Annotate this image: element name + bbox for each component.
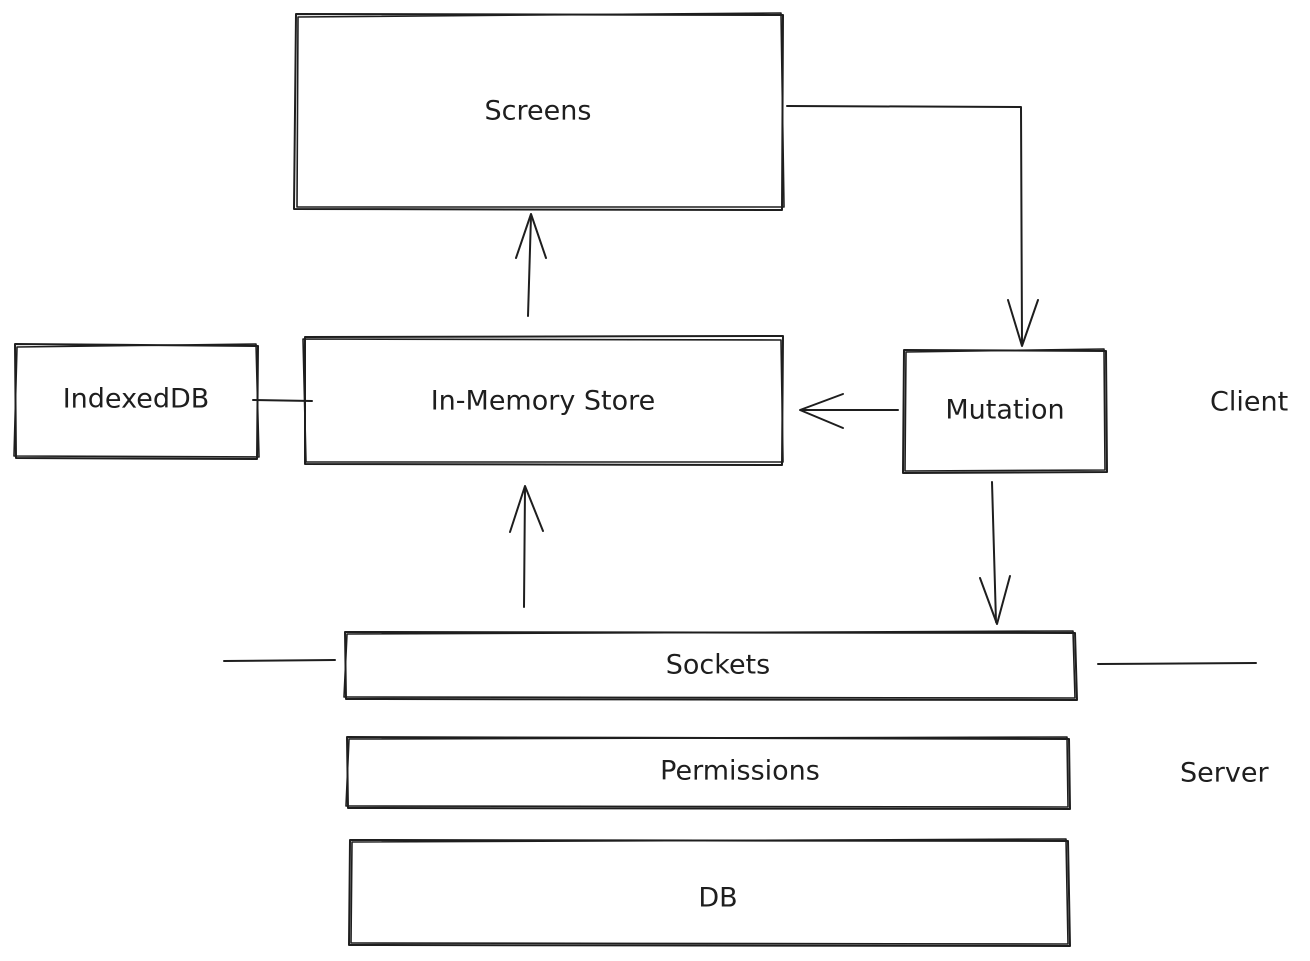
sockets-to-store-arrow <box>509 485 544 608</box>
server-zone-label: Server <box>1180 758 1269 789</box>
db-box: DB <box>348 838 1071 947</box>
mutation-label: Mutation <box>945 395 1064 426</box>
indexeddb-label: IndexedDB <box>63 384 210 415</box>
indexeddb-store-connector <box>252 399 313 402</box>
mutation-to-store-arrow <box>799 393 899 429</box>
client-zone-label: Client <box>1210 387 1288 418</box>
store-to-screens-arrow <box>515 213 547 317</box>
boundary-line-right <box>1097 662 1257 665</box>
sockets-box: Sockets <box>343 630 1078 701</box>
mutation-box: Mutation <box>902 348 1108 474</box>
in-memory-store-label: In-Memory Store <box>431 386 656 417</box>
permissions-label: Permissions <box>660 756 820 787</box>
screens-to-mutation-arrow <box>786 105 1039 347</box>
mutation-to-sockets-arrow <box>979 481 1011 625</box>
sockets-label: Sockets <box>666 650 770 681</box>
boundary-line-left <box>223 659 336 662</box>
in-memory-store-box: In-Memory Store <box>302 335 784 466</box>
db-label: DB <box>698 883 737 914</box>
screens-label: Screens <box>485 96 592 127</box>
screens-box: Screens <box>293 12 785 211</box>
permissions-box: Permissions <box>345 736 1071 810</box>
indexeddb-box: IndexedDB <box>13 343 260 460</box>
